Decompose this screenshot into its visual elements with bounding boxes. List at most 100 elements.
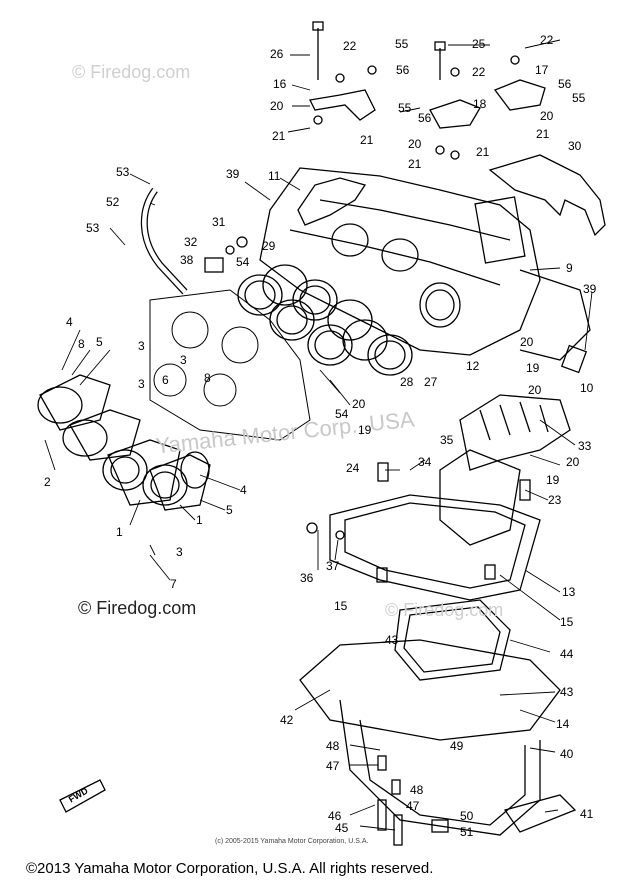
callout-31: 31: [212, 215, 226, 229]
callout-2: 2: [44, 475, 51, 489]
callout-9: 9: [566, 261, 573, 275]
callout-20: 20: [270, 99, 284, 113]
callout-40: 40: [560, 747, 574, 761]
callout-1b: 1: [116, 525, 123, 539]
callout-56b: 56: [558, 77, 572, 91]
upper-housing: [259, 167, 591, 361]
callout-55b: 55: [572, 91, 586, 105]
callout-55c: 55: [398, 101, 412, 115]
callout-23: 23: [548, 493, 562, 507]
callout-36: 36: [300, 571, 314, 585]
callout-39b: 39: [583, 282, 597, 296]
callout-20f: 20: [352, 397, 366, 411]
callout-35: 35: [440, 433, 454, 447]
callout-12: 12: [466, 359, 480, 373]
callout-5b: 5: [226, 503, 233, 517]
callout-51: 51: [460, 825, 474, 839]
callout-19: 19: [526, 361, 540, 375]
callout-13: 13: [562, 585, 576, 599]
callout-54: 54: [236, 255, 250, 269]
callout-19c: 19: [546, 473, 560, 487]
callout-53b: 53: [86, 221, 100, 235]
watermark-firedog-top: © Firedog.com: [72, 62, 191, 82]
callout-21: 21: [272, 129, 286, 143]
callout-4b: 4: [240, 483, 247, 497]
callout-42: 42: [280, 713, 294, 727]
callout-50: 50: [460, 809, 474, 823]
cover-11: [297, 177, 367, 226]
callout-43b: 43: [560, 685, 574, 699]
callout-24: 24: [346, 461, 360, 475]
top-hardware: [309, 21, 546, 160]
callout-26: 26: [270, 47, 284, 61]
callout-49: 49: [450, 739, 464, 753]
callout-19b: 19: [358, 423, 372, 437]
callout-56: 56: [396, 63, 410, 77]
callout-25: 25: [472, 37, 486, 51]
carburetor-rings: [237, 223, 461, 376]
watermark-firedog-main: © Firedog.com: [78, 598, 197, 618]
callout-56c: 56: [418, 111, 432, 125]
leader-lines: [44, 39, 593, 831]
callout-8b: 8: [204, 371, 211, 385]
callout-16: 16: [273, 77, 287, 91]
callout-3d: 3: [176, 545, 183, 559]
breather-hose: [140, 187, 188, 295]
intake-manifolds: [37, 374, 211, 511]
callout-54b: 54: [335, 407, 349, 421]
small-fasteners: [204, 236, 588, 846]
fwd-arrow: [59, 779, 106, 813]
callout-33: 33: [578, 439, 592, 453]
callout-15b: 15: [560, 615, 574, 629]
callout-30: 30: [568, 139, 582, 153]
callout-3b: 3: [180, 353, 187, 367]
callout-21e: 21: [408, 157, 422, 171]
callout-47b: 47: [406, 799, 420, 813]
callout-20b: 20: [540, 109, 554, 123]
callout-10: 10: [580, 381, 594, 395]
callout-44: 44: [560, 647, 574, 661]
callout-37: 37: [326, 559, 340, 573]
callout-46: 46: [328, 809, 342, 823]
callout-34: 34: [418, 455, 432, 469]
small-copyright: (c) 2005-2015 Yamaha Motor Corporation, …: [215, 838, 369, 845]
callout-48b: 48: [410, 783, 424, 797]
callout-5: 5: [96, 335, 103, 349]
callout-43: 43: [385, 633, 399, 647]
copyright-footer: ©2013 Yamaha Motor Corporation, U.S.A. A…: [26, 860, 434, 877]
callout-41: 41: [580, 807, 594, 821]
callout-14: 14: [556, 717, 570, 731]
callout-28: 28: [400, 375, 414, 389]
callout-17: 17: [535, 63, 549, 77]
callout-20e: 20: [528, 383, 542, 397]
callout-11: 11: [268, 169, 281, 183]
callout-6: 6: [162, 373, 169, 387]
engine-block: [149, 289, 311, 441]
callout-53: 53: [116, 165, 130, 179]
intake-duct: [439, 394, 571, 546]
callout-38: 38: [180, 253, 194, 267]
callout-29: 29: [262, 239, 276, 253]
callout-52: 52: [106, 195, 120, 209]
callout-18: 18: [473, 97, 487, 111]
callout-4: 4: [66, 315, 73, 329]
callout-20g: 20: [566, 455, 580, 469]
callout-21d: 21: [476, 145, 490, 159]
callout-20d: 20: [520, 335, 534, 349]
callout-32: 32: [184, 235, 198, 249]
callout-22b: 22: [540, 33, 554, 47]
callout-1: 1: [196, 513, 203, 527]
callout-3: 3: [138, 339, 145, 353]
callout-55: 55: [395, 37, 409, 51]
callout-39: 39: [226, 167, 240, 181]
callout-8: 8: [78, 337, 85, 351]
callout-21c: 21: [536, 127, 550, 141]
callout-22: 22: [343, 39, 357, 53]
air-cleaner-case: [299, 494, 577, 836]
callout-21b: 21: [360, 133, 374, 147]
callout-3c: 3: [138, 377, 145, 391]
watermark-firedog-mid: © Firedog.com: [385, 600, 504, 620]
callout-20c: 20: [408, 137, 422, 151]
